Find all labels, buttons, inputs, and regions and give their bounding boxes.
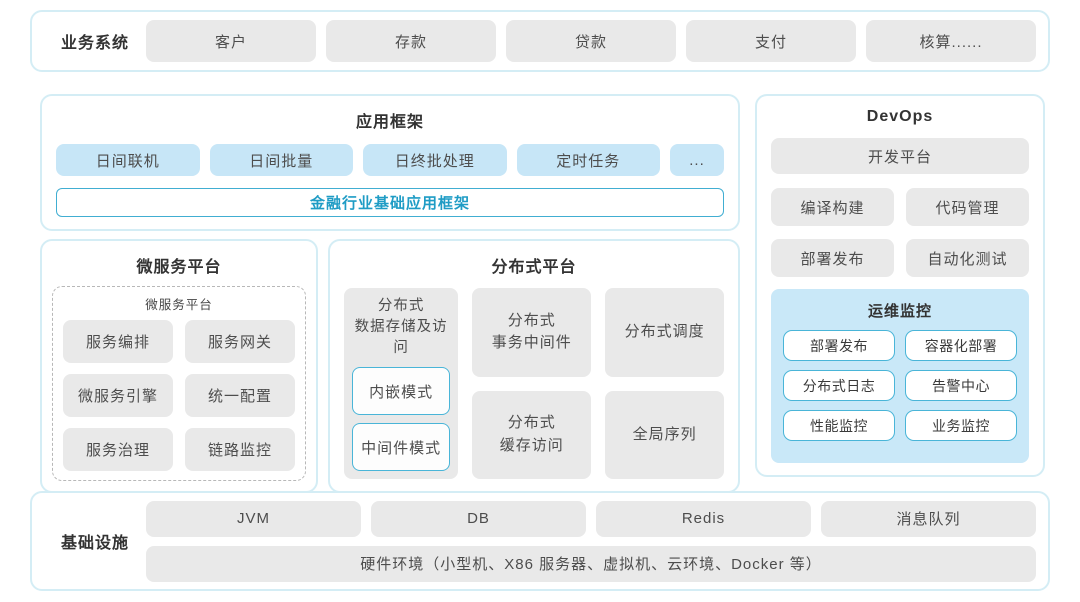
devops-item-automated-testing: 自动化测试 — [906, 239, 1029, 277]
finance-base-framework-box: 金融行业基础应用框架 — [56, 188, 724, 217]
infra-item-message-queue: 消息队列 — [821, 500, 1036, 537]
microservice-platform-title: 微服务平台 — [136, 259, 222, 276]
distributed-platform-panel: 分布式平台 分布式 数据存储及访问 内嵌模式 中间件模式 分布式 事务中间件 分… — [328, 239, 740, 494]
micro-item-service-orchestration: 服务编排 — [63, 320, 173, 363]
business-item-payment: 支付 — [686, 20, 856, 62]
middle-left-column: 应用框架 日间联机 日间批量 日终批处理 定时任务 ... 金融行业基础应用框架… — [40, 94, 740, 494]
middle-area: 应用框架 日间联机 日间批量 日终批处理 定时任务 ... 金融行业基础应用框架… — [40, 94, 1045, 494]
ops-monitoring-title: 运维监控 — [867, 303, 932, 320]
business-systems-panel: 业务系统 客户 存款 贷款 支付 核算...... — [30, 10, 1050, 72]
app-framework-item-more: ... — [670, 144, 724, 176]
distributed-platform-title: 分布式平台 — [491, 259, 577, 276]
infra-item-redis: Redis — [596, 500, 811, 537]
dist-data-storage-cell: 分布式 数据存储及访问 内嵌模式 中间件模式 — [344, 288, 459, 480]
devops-grid: 编译构建 代码管理 部署发布 自动化测试 — [771, 188, 1029, 277]
infrastructure-stack: JVM DB Redis 消息队列 硬件环境（小型机、X86 服务器、虚拟机、云… — [146, 500, 1036, 582]
dist-transaction-middleware-cell: 分布式 事务中间件 — [472, 288, 592, 377]
microservice-grid: 服务编排 服务网关 微服务引擎 统一配置 服务治理 链路监控 — [63, 320, 295, 472]
micro-item-unified-config: 统一配置 — [185, 374, 295, 418]
business-systems-label: 业务系统 — [60, 35, 129, 52]
dist-mode-embedded: 内嵌模式 — [352, 367, 451, 416]
micro-item-trace-monitoring: 链路监控 — [185, 428, 295, 472]
dist-mode-middleware: 中间件模式 — [352, 423, 451, 472]
infra-item-jvm: JVM — [146, 500, 361, 537]
microservice-platform-panel: 微服务平台 微服务平台 服务编排 服务网关 微服务引擎 统一配置 服务治理 链路… — [40, 239, 318, 494]
business-item-customer: 客户 — [146, 20, 316, 62]
ops-item-business-monitoring: 业务监控 — [905, 410, 1017, 441]
devops-dev-platform: 开发平台 — [771, 138, 1029, 174]
business-item-accounting: 核算...... — [866, 20, 1036, 62]
infrastructure-row: JVM DB Redis 消息队列 — [146, 500, 1036, 537]
devops-title: DevOps — [866, 108, 934, 125]
dist-scheduling-cell: 分布式调度 — [605, 288, 724, 377]
dist-data-storage-title: 分布式 数据存储及访问 — [354, 298, 448, 357]
infrastructure-panel: 基础设施 JVM DB Redis 消息队列 硬件环境（小型机、X86 服务器、… — [30, 491, 1050, 591]
business-item-loan: 贷款 — [506, 20, 676, 62]
ops-item-distributed-logs: 分布式日志 — [783, 370, 895, 401]
devops-item-code-management: 代码管理 — [906, 188, 1029, 226]
app-framework-item-daytime-batch: 日间批量 — [209, 144, 353, 176]
dist-global-sequence-cell: 全局序列 — [605, 390, 724, 480]
infrastructure-label: 基础设施 — [60, 535, 129, 552]
business-systems-row: 客户 存款 贷款 支付 核算...... — [146, 20, 1036, 62]
business-item-deposit: 存款 — [326, 20, 496, 62]
app-framework-item-eod-batch: 日终批处理 — [363, 144, 507, 176]
ops-item-deploy-release: 部署发布 — [783, 330, 895, 361]
ops-item-container-deployment: 容器化部署 — [905, 330, 1017, 361]
microservice-inner-group: 微服务平台 服务编排 服务网关 微服务引擎 统一配置 服务治理 链路监控 — [52, 286, 306, 482]
app-framework-item-scheduled-task: 定时任务 — [516, 144, 660, 176]
ops-monitoring-group: 运维监控 部署发布 容器化部署 分布式日志 告警中心 性能监控 业务监控 — [771, 289, 1029, 463]
platforms-row: 微服务平台 微服务平台 服务编排 服务网关 微服务引擎 统一配置 服务治理 链路… — [40, 239, 740, 494]
infra-hardware-environment: 硬件环境（小型机、X86 服务器、虚拟机、云环境、Docker 等） — [146, 545, 1036, 582]
devops-item-deploy-release: 部署发布 — [771, 239, 894, 277]
dist-cache-access-cell: 分布式 缓存访问 — [472, 390, 592, 480]
app-framework-title: 应用框架 — [355, 114, 424, 131]
app-framework-row: 日间联机 日间批量 日终批处理 定时任务 ... — [56, 144, 724, 176]
dist-middle-column: 分布式 事务中间件 分布式 缓存访问 — [472, 288, 592, 480]
infra-item-db: DB — [371, 500, 586, 537]
ops-item-alert-center: 告警中心 — [905, 370, 1017, 401]
microservice-inner-title: 微服务平台 — [145, 298, 213, 312]
ops-item-performance-monitoring: 性能监控 — [783, 410, 895, 441]
devops-item-build: 编译构建 — [771, 188, 894, 226]
ops-monitoring-grid: 部署发布 容器化部署 分布式日志 告警中心 性能监控 业务监控 — [783, 330, 1017, 441]
devops-panel: DevOps 开发平台 编译构建 代码管理 部署发布 自动化测试 运维监控 部署… — [755, 94, 1045, 477]
micro-item-service-gateway: 服务网关 — [185, 320, 295, 363]
app-framework-panel: 应用框架 日间联机 日间批量 日终批处理 定时任务 ... 金融行业基础应用框架 — [40, 94, 740, 231]
distributed-grid: 分布式 数据存储及访问 内嵌模式 中间件模式 分布式 事务中间件 分布式 缓存访… — [344, 288, 724, 480]
dist-right-column: 分布式调度 全局序列 — [605, 288, 724, 480]
app-framework-item-daytime-online: 日间联机 — [56, 144, 200, 176]
micro-item-microservice-engine: 微服务引擎 — [63, 374, 173, 418]
micro-item-service-governance: 服务治理 — [63, 428, 173, 472]
